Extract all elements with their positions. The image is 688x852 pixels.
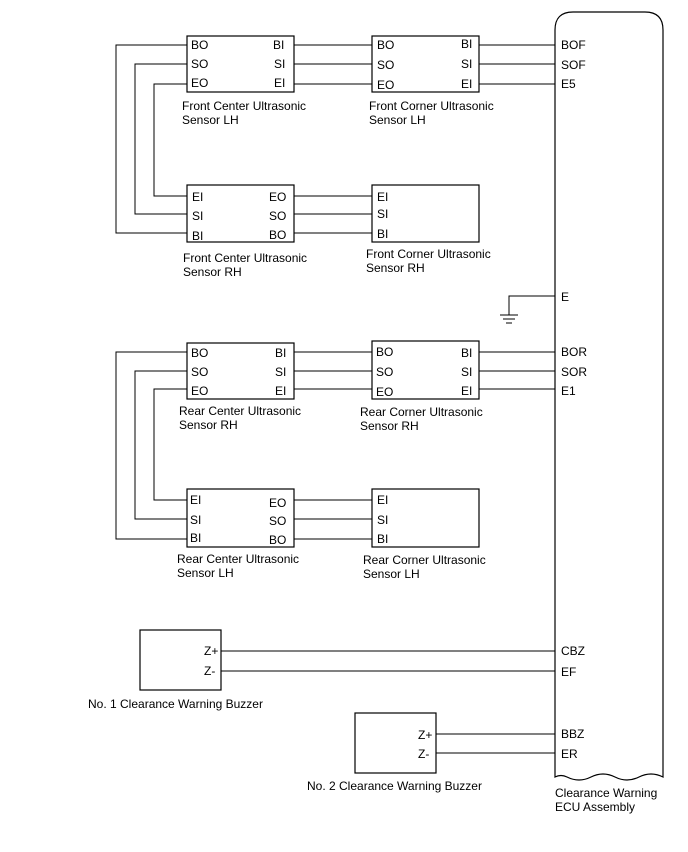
front-corner-rh-box — [371, 184, 480, 243]
front-center-lh-pin-bi: BI — [273, 38, 284, 52]
front-corner-lh-pin-ei: EI — [461, 77, 472, 91]
rear-corner-lh-pin-bi: BI — [377, 532, 388, 546]
rear-center-lh-caption-line1: Rear Center Ultrasonic — [177, 552, 299, 566]
buzzer-no1-pin-minus: Z- — [204, 664, 215, 678]
rear-center-lh-pin-si: SI — [190, 513, 201, 527]
wire-front-bo-loop — [115, 44, 187, 234]
front-center-rh-pin-bi: BI — [192, 229, 203, 243]
buzzer-no2-pin-plus: Z+ — [418, 728, 432, 742]
ground-icon — [500, 314, 518, 324]
front-center-rh-pin-si: SI — [192, 209, 203, 223]
front-corner-lh-pin-eo: EO — [377, 78, 394, 92]
front-center-rh-pin-ei: EI — [192, 190, 203, 204]
ecu-caption-line2: ECU Assembly — [555, 800, 635, 814]
rear-corner-rh-caption-line2: Sensor RH — [360, 419, 419, 433]
ecu-pin-bof: BOF — [561, 38, 586, 52]
front-corner-rh-pin-ei: EI — [377, 190, 388, 204]
buzzer-no2-label: No. 2 Clearance Warning Buzzer — [307, 779, 482, 793]
rear-center-lh-pin-bi: BI — [190, 531, 201, 545]
ecu-pin-bbz: BBZ — [561, 727, 584, 741]
rear-center-rh-pin-so: SO — [191, 365, 208, 379]
front-center-lh-box — [186, 35, 295, 93]
front-center-lh-pin-eo: EO — [191, 76, 208, 90]
rear-center-rh-pin-ei: EI — [275, 384, 286, 398]
wire-rear-so-loop — [134, 370, 187, 520]
front-center-lh-pin-so: SO — [191, 57, 208, 71]
rear-corner-lh-pin-ei: EI — [377, 493, 388, 507]
rear-corner-lh-caption-line1: Rear Corner Ultrasonic — [363, 553, 486, 567]
rear-corner-rh-pin-so: SO — [376, 365, 393, 379]
rear-corner-rh-pin-bo: BO — [376, 345, 393, 359]
front-corner-rh-pin-bi: BI — [377, 227, 388, 241]
rear-center-rh-caption-line2: Sensor RH — [179, 418, 238, 432]
wire-front-so-loop — [134, 63, 187, 215]
wire-rear-bo-loop — [115, 351, 187, 540]
front-corner-lh-caption-line2: Sensor LH — [369, 113, 426, 127]
front-center-lh-caption-line2: Sensor LH — [182, 113, 239, 127]
buzzer-no2-pin-minus: Z- — [418, 747, 429, 761]
rear-corner-lh-box — [371, 488, 480, 548]
ecu-pin-ef: EF — [561, 665, 576, 679]
ecu-pin-cbz: CBZ — [561, 644, 585, 658]
rear-corner-rh-pin-bi: BI — [461, 346, 472, 360]
rear-center-lh-box — [186, 488, 295, 548]
front-center-rh-pin-bo: BO — [269, 228, 286, 242]
rear-corner-rh-pin-si: SI — [461, 365, 472, 379]
ecu-pin-sor: SOR — [561, 365, 587, 379]
ecu-pin-bor: BOR — [561, 345, 587, 359]
front-center-rh-pin-so: SO — [269, 209, 286, 223]
front-center-rh-pin-eo: EO — [269, 190, 286, 204]
front-center-rh-box — [186, 184, 295, 243]
rear-center-lh-pin-eo: EO — [269, 496, 286, 510]
front-corner-lh-pin-bi: BI — [461, 37, 472, 51]
rear-center-rh-pin-bi: BI — [275, 346, 286, 360]
rear-center-rh-pin-bo: BO — [191, 346, 208, 360]
front-corner-rh-pin-si: SI — [377, 207, 388, 221]
ecu-pin-e: E — [561, 290, 569, 304]
buzzer-no2-box — [354, 712, 437, 774]
rear-corner-rh-caption-line1: Rear Corner Ultrasonic — [360, 405, 483, 419]
front-center-rh-caption-line1: Front Center Ultrasonic — [183, 251, 307, 265]
rear-center-lh-pin-so: SO — [269, 514, 286, 528]
front-corner-lh-pin-si: SI — [461, 57, 472, 71]
rear-center-rh-pin-eo: EO — [191, 384, 208, 398]
buzzer-no1-box — [139, 629, 222, 691]
ecu-caption-line1: Clearance Warning — [555, 786, 657, 800]
rear-corner-lh-pin-si: SI — [377, 513, 388, 527]
front-center-lh-pin-bo: BO — [191, 38, 208, 52]
rear-center-lh-caption-line2: Sensor LH — [177, 566, 234, 580]
rear-center-rh-pin-si: SI — [275, 365, 286, 379]
front-corner-lh-pin-bo: BO — [377, 38, 394, 52]
buzzer-no1-pin-plus: Z+ — [204, 644, 218, 658]
front-center-rh-caption-line2: Sensor RH — [183, 265, 242, 279]
wire-rear-eo-loop — [153, 388, 187, 501]
front-corner-rh-caption-line2: Sensor RH — [366, 261, 425, 275]
rear-corner-rh-pin-eo: EO — [376, 385, 393, 399]
ecu-pin-sof: SOF — [561, 58, 586, 72]
front-corner-lh-caption-line1: Front Corner Ultrasonic — [369, 99, 494, 113]
front-center-lh-pin-si: SI — [274, 57, 285, 71]
rear-corner-rh-box — [371, 340, 480, 400]
rear-center-lh-pin-bo: BO — [269, 533, 286, 547]
ecu-pin-e1: E1 — [561, 384, 576, 398]
rear-corner-lh-caption-line2: Sensor LH — [363, 567, 420, 581]
wire-front-eo-loop — [153, 83, 187, 197]
rear-center-rh-caption-line1: Rear Center Ultrasonic — [179, 404, 301, 418]
rear-corner-rh-pin-ei: EI — [461, 384, 472, 398]
rear-center-lh-pin-ei: EI — [190, 493, 201, 507]
front-corner-lh-pin-so: SO — [377, 58, 394, 72]
front-corner-rh-caption-line1: Front Corner Ultrasonic — [366, 247, 491, 261]
buzzer-no1-label: No. 1 Clearance Warning Buzzer — [88, 697, 263, 711]
wire-ground — [508, 295, 555, 315]
front-center-lh-pin-ei: EI — [274, 76, 285, 90]
ecu-pin-er: ER — [561, 747, 578, 761]
front-center-lh-caption-line1: Front Center Ultrasonic — [182, 99, 306, 113]
ecu-body — [554, 11, 664, 781]
ecu-pin-e5: E5 — [561, 77, 576, 91]
